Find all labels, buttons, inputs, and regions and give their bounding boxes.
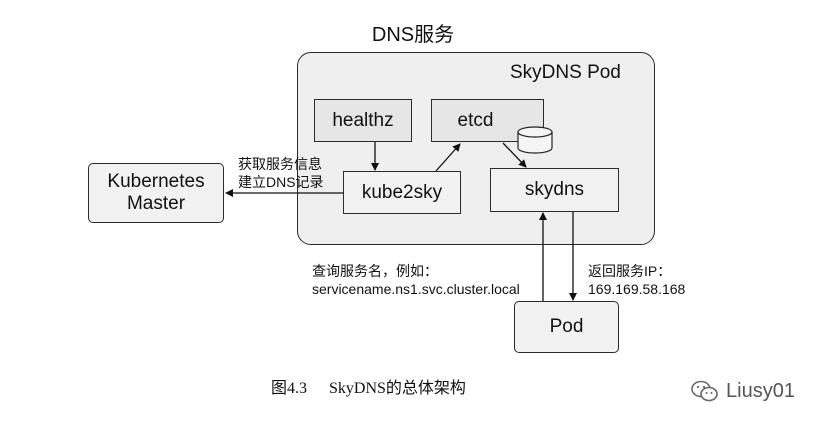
query-annotation: 查询服务名，例如： servicename.ns1.svc.cluster.lo… — [312, 262, 520, 298]
kubernetes-master-box: Kubernetes Master — [88, 163, 224, 223]
return-annotation-line1: 返回服务IP： — [588, 263, 672, 279]
master-annotation-line1: 获取服务信息 — [238, 156, 322, 172]
wechat-icon — [691, 380, 718, 402]
return-annotation: 返回服务IP： 169.169.58.168 — [588, 262, 685, 298]
skydns-label: skydns — [524, 179, 585, 201]
pod-box: Pod — [514, 301, 619, 353]
kubernetes-master-label-line1: Kubernetes — [107, 171, 205, 193]
master-annotation-line2: 建立DNS记录 — [238, 174, 324, 190]
diagram-title: DNS服务 — [371, 24, 455, 46]
figure-number: 图4.3 — [271, 380, 308, 397]
healthz-box: healthz — [314, 99, 412, 142]
query-annotation-line1: 查询服务名，例如： — [312, 263, 438, 279]
skydns-pod-label: SkyDNS Pod — [510, 62, 621, 83]
figure-caption: 图4.3 SkyDNS的总体架构 — [271, 374, 466, 398]
kube2sky-label: kube2sky — [361, 181, 443, 203]
etcd-label: etcd — [457, 109, 494, 131]
pod-label: Pod — [549, 316, 584, 338]
query-annotation-line2: servicename.ns1.svc.cluster.local — [312, 281, 520, 297]
kube2sky-box: kube2sky — [343, 171, 461, 214]
kubernetes-master-label-line2: Master — [126, 193, 186, 214]
arrow-kube2sky-to-etcd — [435, 143, 461, 172]
return-annotation-line2: 169.169.58.168 — [588, 281, 686, 297]
skydns-box: skydns — [490, 168, 619, 212]
healthz-label: healthz — [332, 109, 394, 131]
figure-caption-text: SkyDNS的总体架构 — [329, 380, 466, 397]
watermark: Liusy01 — [690, 378, 795, 404]
master-annotation: 获取服务信息 建立DNS记录 — [238, 155, 324, 191]
database-icon — [517, 126, 553, 154]
arrow-etcd-to-skydns — [502, 142, 527, 168]
watermark-text: Liusy01 — [726, 379, 795, 402]
